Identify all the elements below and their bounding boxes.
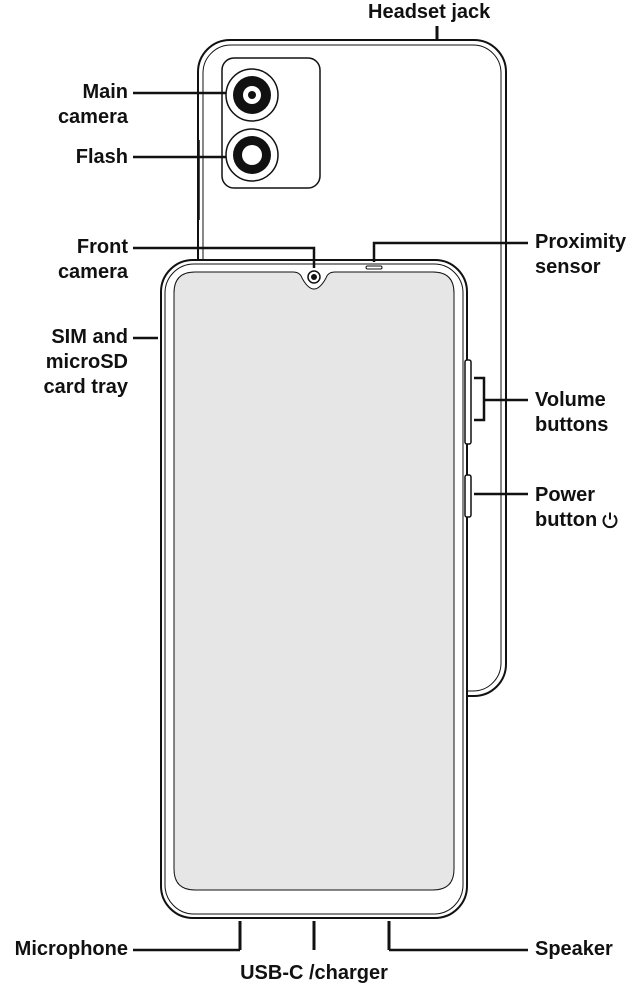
main-camera-lens xyxy=(225,68,279,122)
flash-label: Flash xyxy=(75,146,128,168)
front-camera-label: Front camera xyxy=(58,235,128,285)
proximity-sensor-label-line-2: sensor xyxy=(535,256,601,278)
proximity-sensor-label: Proximity sensor xyxy=(535,230,626,280)
volume-buttons-label-line-2: buttons xyxy=(535,414,609,436)
leader-lines xyxy=(133,91,528,952)
headset-jack-label: Headset jack xyxy=(368,1,491,23)
volume-buttons-label-line-1: Volume xyxy=(535,389,606,411)
sim-tray-label: SIM and microSD card tray xyxy=(44,325,129,400)
power-button-label-text: button xyxy=(535,509,598,531)
proximity-sensor-label-line-1: Proximity xyxy=(535,231,627,253)
phone-front xyxy=(160,259,468,919)
power-icon xyxy=(602,512,618,529)
proximity-sensor-slot xyxy=(365,265,383,270)
main-camera-label-line-2: camera xyxy=(57,106,128,128)
sim-tray-label-line-2: microSD xyxy=(45,351,128,373)
main-camera-label: Main camera xyxy=(58,80,128,130)
usb-c-charger-label: USB-C /charger xyxy=(240,962,388,984)
volume-button-shape xyxy=(464,359,472,445)
sim-tray-label-line-1: SIM and xyxy=(51,326,128,348)
volume-buttons-label: Volume buttons xyxy=(535,388,608,438)
front-camera-label-line-2: camera xyxy=(57,261,128,283)
front-camera-lens xyxy=(307,270,321,284)
sim-tray-label-line-3: card tray xyxy=(43,376,129,398)
screen xyxy=(173,271,455,891)
power-button-label: Power button xyxy=(535,483,619,533)
main-camera-label-line-1: Main xyxy=(82,81,128,103)
leader-front-camera xyxy=(133,246,316,268)
power-button-label-line-2: button xyxy=(535,508,619,533)
microphone-label: Microphone xyxy=(14,938,128,960)
front-side-buttons xyxy=(464,359,472,518)
power-button-label-line-1: Power xyxy=(535,484,596,506)
leader-proximity xyxy=(372,241,528,262)
flash-lens xyxy=(225,128,279,182)
camera-module xyxy=(221,57,321,189)
power-button-shape xyxy=(464,474,472,518)
speaker-label: Speaker xyxy=(535,938,613,960)
front-camera-label-line-1: Front xyxy=(76,236,128,258)
bottom-ports xyxy=(238,921,391,950)
